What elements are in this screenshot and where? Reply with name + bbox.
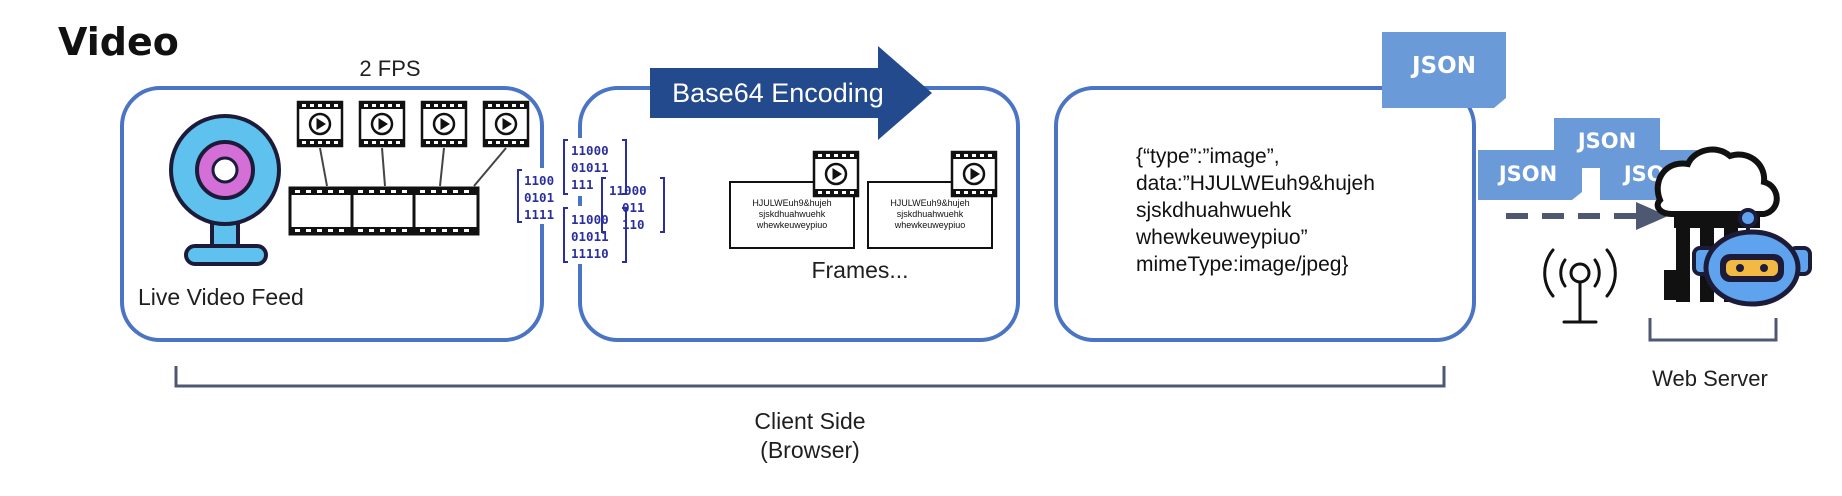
json-packet-label: JSON: [1576, 129, 1636, 153]
web-server-icon: [1654, 146, 1812, 307]
webcam-icon: [169, 114, 281, 266]
frames-label: Frames...: [811, 257, 908, 283]
video-frame-icon: [950, 150, 998, 198]
video-frame-icon: [358, 100, 406, 148]
video-frame-icon: [812, 150, 860, 198]
video-frame-icon: [296, 100, 344, 148]
transfer-arrow: [1506, 202, 1668, 230]
json-tag: [1382, 32, 1506, 108]
antenna-icon: [1543, 248, 1617, 324]
encoding-label: Base64 Encoding: [672, 78, 884, 108]
video-frame-icon: [482, 100, 530, 148]
page-title: Video: [58, 20, 179, 64]
film-strip-icon: [288, 186, 480, 236]
client-side-label: Client Side: [754, 408, 865, 434]
json-packet-label: JSON: [1497, 162, 1557, 186]
web-server-bracket: [1648, 318, 1778, 342]
frame-icons: [296, 100, 530, 148]
frame-connector-lines: [319, 147, 507, 187]
stage-json-payload: [1054, 86, 1476, 342]
client-side-bracket: [174, 366, 1446, 388]
json-tag-label: JSON: [1410, 53, 1476, 79]
browser-label: (Browser): [760, 437, 860, 463]
video-frame-icon: [420, 100, 468, 148]
encoding-arrow: [650, 46, 932, 140]
fps-label: 2 FPS: [359, 56, 420, 81]
json-payload: {“type”:”image”, data:”HJULWEuh9&hujeh s…: [1135, 145, 1381, 276]
web-server-label: Web Server: [1652, 366, 1768, 391]
live-feed-label: Live Video Feed: [138, 284, 304, 310]
